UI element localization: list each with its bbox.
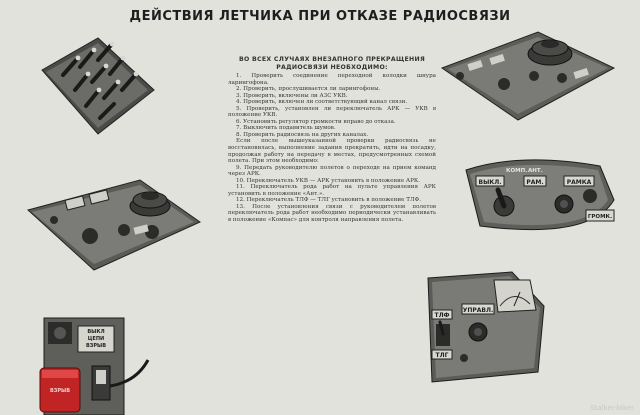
instruction-item: Если после вышеуказанной проверки радиос… (228, 138, 436, 165)
tlf-tlg-panel-illustration: ТЛФ УПРАВЛ. ТЛГ (427, 271, 545, 383)
instruction-item: 11. Переключатель рода работ на пульте у… (228, 184, 436, 197)
tlg-label: ТЛГ (436, 352, 449, 359)
ark-label-gromk: ГРОМК. (588, 214, 612, 220)
azs-unit-illustration: ВЫКЛ ЦЕПИ ВЗРЫВ ВЗРЫВ (39, 317, 150, 415)
instruction-item: 13. После установления связи с руководит… (228, 203, 436, 224)
instruction-item: 3. Проверить, включены ли АЗС УКВ. (236, 92, 348, 99)
instruction-item: 5. Проверить, установлен ли переключател… (228, 105, 436, 119)
instruction-item: 4. Проверить, включен ли соответствующий… (236, 99, 408, 106)
ark-label-vykl: ВЫКЛ. (479, 179, 502, 186)
azs-label-1: ВЫКЛ (87, 329, 104, 335)
ark-label-ram: РАМ. (526, 179, 543, 186)
ark-label-komp: КОМП. (506, 168, 527, 174)
watermark: Stalker-biker (590, 404, 634, 412)
radio-control-panel-illustration (26, 179, 202, 271)
page-title: ДЕЙСТВИЯ ЛЕТЧИКА ПРИ ОТКАЗЕ РАДИОСВЯЗИ (129, 9, 511, 24)
tlf-label: ТЛФ (434, 312, 449, 319)
upravl-label: УПРАВЛ. (463, 307, 494, 314)
ark-label-ant: АНТ. (528, 168, 543, 174)
instruction-item: 10. Переключатель УКВ — АРК установить в… (236, 177, 421, 184)
instruction-item: 2. Проверить, прослушивается ли ларингоф… (236, 86, 381, 93)
instructions-block: ВО ВСЕХ СЛУЧАЯХ ВНЕЗАПНОГО ПРЕКРАЩЕНИЯ Р… (228, 56, 436, 224)
instructions-heading: ВО ВСЕХ СЛУЧАЯХ ВНЕЗАПНОГО ПРЕКРАЩЕНИЯ Р… (238, 56, 426, 71)
instruction-item: 6. Установить регулятор громкости вправо… (236, 118, 396, 125)
instruction-item: 8. Проверить радиосвязь на других канала… (236, 131, 369, 138)
switch-panel-illustration (41, 37, 155, 135)
instruction-item: 12. Переключатель ТЛФ — ТЛГ установить в… (236, 197, 422, 204)
instruction-item: 7. Выключить подавитель шумов. (236, 125, 336, 132)
azs-label-3: ВЗРЫВ (86, 343, 106, 349)
transmitter-panel-illustration (440, 31, 616, 121)
azs-label-2: ЦЕПИ (88, 336, 104, 342)
instruction-item: 9. Передать руководителю полетов о перех… (228, 164, 436, 178)
instruction-item: 1. Проверить соединение переходной колод… (228, 73, 436, 86)
ark-panel-illustration: КОМП. АНТ. ВЫКЛ. РАМ. РАМКА ГРОМК. (465, 159, 615, 231)
azs-red-label: ВЗРЫВ (50, 388, 70, 394)
ark-label-ramka: РАМКА (567, 179, 592, 186)
